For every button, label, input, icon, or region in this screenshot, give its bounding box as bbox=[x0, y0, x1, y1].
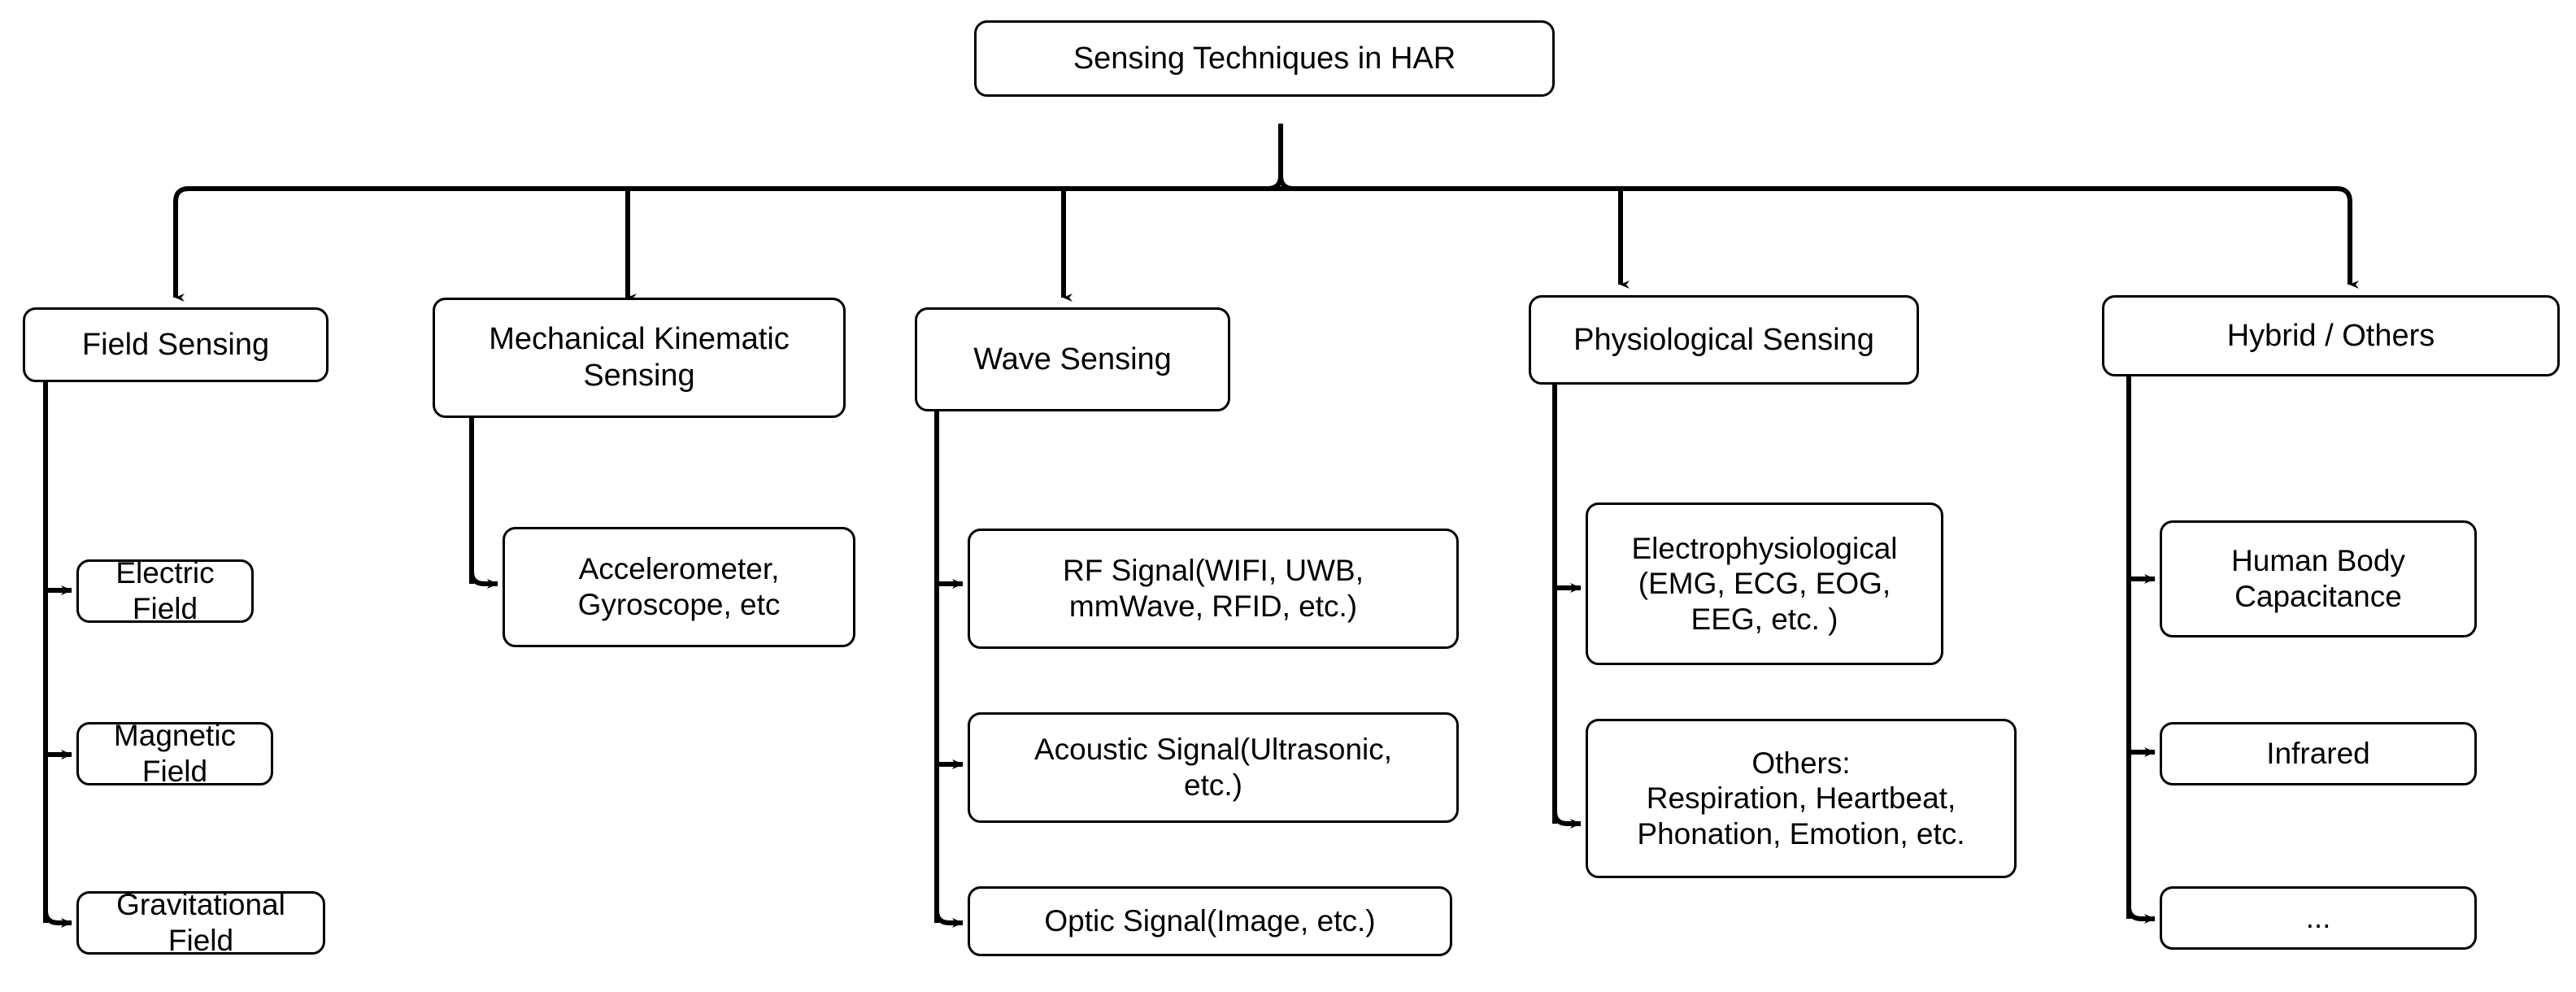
node-electrophysiological[interactable]: Electrophysiological (EMG, ECG, EOG, EEG… bbox=[1586, 503, 1943, 665]
node-infrared[interactable]: Infrared bbox=[2160, 722, 2477, 785]
edge-root-to-hybrid bbox=[2336, 186, 2359, 289]
node-accelerometer-gyroscope[interactable]: Accelerometer, Gyroscope, etc bbox=[503, 527, 855, 647]
node-electric-field[interactable]: Electric Field bbox=[76, 556, 254, 625]
node-rf-signal[interactable]: RF Signal(WIFI, UWB, mmWave, RFID, etc.) bbox=[968, 529, 1459, 649]
edge-root-to-field-sensing bbox=[173, 186, 189, 302]
edge-wave-to-optic-signal bbox=[934, 910, 964, 928]
node-gravitational-field[interactable]: Gravitational Field bbox=[76, 888, 325, 957]
edge-root-stem bbox=[1278, 124, 1295, 191]
edge-field-to-gravitational-field bbox=[43, 910, 72, 928]
node-ellipsis[interactable]: ... bbox=[2160, 886, 2477, 950]
node-magnetic-field[interactable]: Magnetic Field bbox=[76, 719, 273, 788]
node-acoustic-signal[interactable]: Acoustic Signal(Ultrasonic, etc.) bbox=[968, 712, 1459, 823]
node-human-body-capacitance[interactable]: Human Body Capacitance bbox=[2160, 520, 2477, 637]
edge-physio-to-others bbox=[1552, 811, 1582, 829]
node-wave-sensing[interactable]: Wave Sensing bbox=[915, 307, 1230, 411]
edge-hybrid-to-ellipsis bbox=[2126, 906, 2156, 924]
node-field-sensing[interactable]: Field Sensing bbox=[23, 307, 329, 382]
edge-root-stem-left bbox=[1267, 175, 1283, 191]
node-physiological-sensing[interactable]: Physiological Sensing bbox=[1529, 295, 1919, 385]
node-optic-signal[interactable]: Optic Signal(Image, etc.) bbox=[968, 886, 1452, 956]
node-root[interactable]: Sensing Techniques in HAR bbox=[974, 20, 1555, 97]
node-mechanical-kinematic-sensing[interactable]: Mechanical Kinematic Sensing bbox=[433, 298, 846, 418]
edge-mechanical-to-accelerometer bbox=[469, 571, 498, 589]
node-physiological-others[interactable]: Others: Respiration, Heartbeat, Phonatio… bbox=[1586, 719, 2017, 878]
node-hybrid-others[interactable]: Hybrid / Others bbox=[2102, 295, 2560, 376]
